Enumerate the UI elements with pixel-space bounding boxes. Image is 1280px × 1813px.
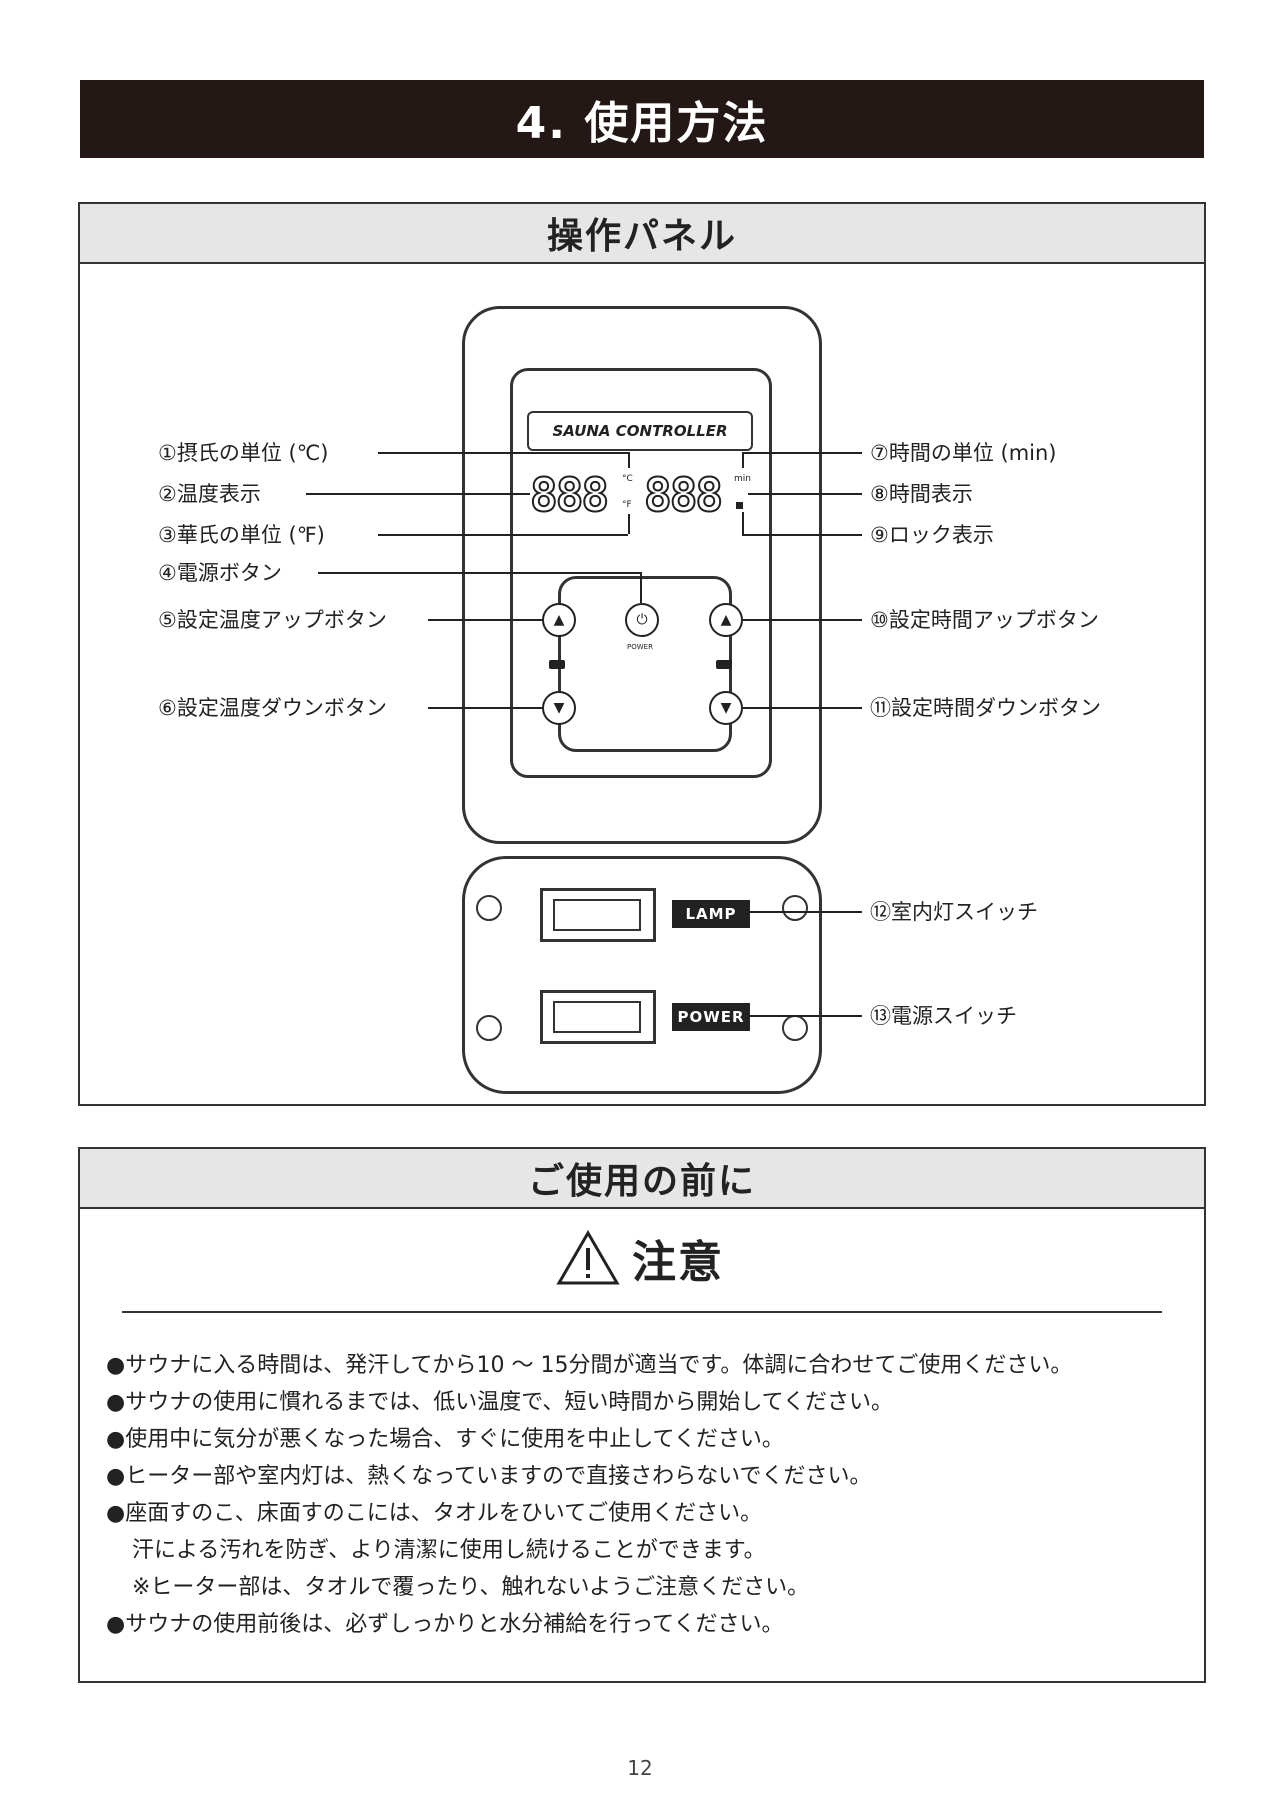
callout-label-power-switch: ⑬電源スイッチ	[870, 1004, 1017, 1028]
triangle-down-icon: ▼	[720, 700, 732, 716]
callout-line	[748, 493, 862, 495]
callout-line	[742, 452, 862, 454]
caution-note: ※ヒーター部は、タオルで覆ったり、触れないようご注意ください。	[132, 1575, 810, 1600]
callout-label-temp-down: ⑥設定温度ダウンボタン	[158, 696, 387, 720]
callout-label-time-up: ⑩設定時間アップボタン	[870, 608, 1099, 632]
callout-line	[742, 512, 744, 534]
callout-line	[742, 452, 744, 468]
callout-label-time-display: ⑧時間表示	[870, 482, 973, 506]
temp-down-button[interactable]: ▼	[542, 691, 576, 725]
rocker-face	[553, 1001, 641, 1033]
callout-line	[628, 452, 630, 468]
callout-line	[628, 514, 630, 534]
caution-note: ●使用中に気分が悪くなった場合、すぐに使用を中止してください。	[106, 1427, 784, 1452]
time-display: 888	[643, 468, 724, 522]
time-set-button[interactable]	[716, 660, 732, 669]
screw-icon	[782, 1015, 808, 1041]
lamp-switch-tag: LAMP	[672, 900, 750, 928]
callout-label-temp-display: ②温度表示	[158, 482, 261, 506]
callout-label-fahrenheit: ③華氏の単位 (℉)	[158, 523, 325, 547]
lamp-rocker-switch[interactable]	[540, 888, 656, 942]
minute-unit: min	[734, 474, 751, 484]
callout-line	[306, 493, 530, 495]
screw-icon	[476, 895, 502, 921]
callout-line	[318, 572, 642, 574]
callout-line	[746, 1015, 862, 1017]
callout-line	[428, 619, 542, 621]
screw-icon	[782, 895, 808, 921]
rocker-face	[553, 899, 641, 931]
power-switch-tag: POWER	[672, 1003, 750, 1031]
triangle-up-icon: ▲	[553, 612, 565, 628]
power-rocker-switch[interactable]	[540, 990, 656, 1044]
callout-label-minute-unit: ⑦時間の単位 (min)	[870, 441, 1057, 465]
power-button[interactable]: ⏻	[625, 603, 659, 637]
callout-line	[378, 452, 628, 454]
callout-label-lamp-switch: ⑫室内灯スイッチ	[870, 900, 1038, 924]
caution-note: ●サウナの使用前後は、必ずしっかりと水分補給を行ってください。	[106, 1612, 784, 1637]
power-icon: ⏻	[636, 612, 648, 628]
lock-indicator-icon	[736, 502, 743, 509]
screw-icon	[476, 1015, 502, 1041]
caution-divider	[122, 1311, 1162, 1313]
celsius-unit: °C	[622, 474, 633, 484]
section-title: 4. 使用方法	[80, 80, 1204, 158]
callout-line	[742, 534, 862, 536]
operation-panel-heading: 操作パネル	[80, 204, 1204, 264]
time-down-button[interactable]: ▼	[709, 691, 743, 725]
callout-line	[741, 707, 862, 709]
callout-label-power-button: ④電源ボタン	[158, 561, 282, 585]
callout-line	[741, 619, 862, 621]
before-use-box: ご使用の前に	[78, 1147, 1206, 1683]
temp-set-button[interactable]	[549, 660, 565, 669]
caution-header: 注意	[0, 1226, 1280, 1290]
callout-label-celsius: ①摂氏の単位 (℃)	[158, 441, 329, 465]
caution-note: ●座面すのこ、床面すのこには、タオルをひいてご使用ください。	[106, 1501, 763, 1526]
callout-line	[428, 707, 542, 709]
temp-up-button[interactable]: ▲	[542, 603, 576, 637]
caution-note: 汗による汚れを防ぎ、より清潔に使用し続けることができます。	[132, 1538, 766, 1563]
triangle-up-icon: ▲	[720, 612, 732, 628]
before-use-heading: ご使用の前に	[80, 1149, 1204, 1209]
callout-label-time-down: ⑪設定時間ダウンボタン	[870, 696, 1101, 720]
callout-line	[746, 911, 862, 913]
fahrenheit-unit: °F	[622, 500, 632, 510]
time-up-button[interactable]: ▲	[709, 603, 743, 637]
callout-line	[378, 534, 628, 536]
temperature-display: 888	[529, 468, 610, 522]
caution-note: ●サウナの使用に慣れるまでは、低い温度で、短い時間から開始してください。	[106, 1390, 893, 1415]
page-number: 12	[627, 1756, 653, 1780]
callout-line	[640, 572, 642, 603]
callout-label-temp-up: ⑤設定温度アップボタン	[158, 608, 387, 632]
caution-note: ●サウナに入る時間は、発汗してから10 ～ 15分間が適当です。体調に合わせてご…	[106, 1353, 1073, 1378]
warning-triangle-icon	[556, 1230, 620, 1285]
caution-title: 注意	[632, 1237, 724, 1288]
callout-label-lock-indicator: ⑨ロック表示	[870, 523, 994, 547]
sauna-controller-label: SAUNA CONTROLLER	[527, 411, 753, 451]
power-button-label: POWER	[627, 643, 653, 651]
triangle-down-icon: ▼	[553, 700, 565, 716]
caution-note: ●ヒーター部や室内灯は、熱くなっていますので直接さわらないでください。	[106, 1464, 872, 1489]
